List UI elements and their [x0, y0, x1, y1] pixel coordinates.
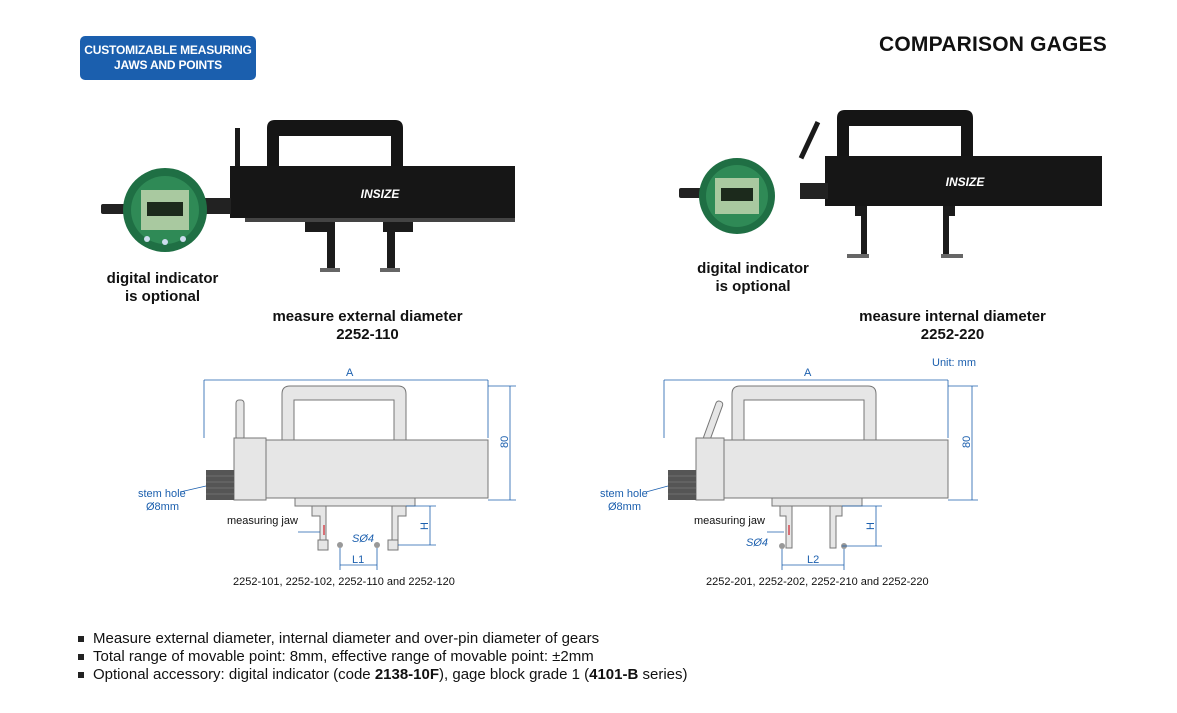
- jaw-label-right: measuring jaw: [694, 515, 765, 527]
- dim-height-right: 80: [961, 436, 973, 448]
- brand-logo-left: INSIZE: [361, 187, 401, 201]
- models-right: 2252-201, 2252-202, 2252-210 and 2252-22…: [706, 576, 929, 588]
- feature-item: Total range of movable point: 8mm, effec…: [78, 648, 688, 666]
- gage-photo-internal: INSIZE: [679, 110, 1102, 258]
- dim-a-left: A: [346, 367, 354, 379]
- dim-l2: L2: [807, 554, 819, 566]
- brand-logo-right: INSIZE: [946, 175, 986, 189]
- page-title: COMPARISON GAGES: [879, 33, 1107, 56]
- stem-hole-right: stem hole Ø8mm: [600, 488, 648, 513]
- stem-hole-left: stem hole Ø8mm: [138, 488, 186, 513]
- category-badge: CUSTOMIZABLE MEASURING JAWS AND POINTS: [80, 36, 256, 80]
- caption-external: measure external diameter 2252-110: [272, 308, 463, 343]
- caption-internal: measure internal diameter 2252-220: [859, 308, 1046, 343]
- badge-line-1: CUSTOMIZABLE MEASURING: [84, 43, 252, 57]
- ball-right: SØ4: [746, 537, 768, 549]
- badge-line-2: JAWS AND POINTS: [114, 58, 222, 72]
- unit-label: Unit: mm: [932, 357, 976, 369]
- jaw-label-left: measuring jaw: [227, 515, 298, 527]
- ball-left: SØ4: [352, 533, 374, 545]
- models-left: 2252-101, 2252-102, 2252-110 and 2252-12…: [233, 576, 455, 588]
- dim-a-right: A: [804, 367, 812, 379]
- drawing-external: A 80 H L1 SØ4: [179, 367, 516, 570]
- dim-height-left: 80: [499, 436, 511, 448]
- dim-l1: L1: [352, 554, 364, 566]
- indicator-note-right: digital indicator is optional: [697, 260, 809, 295]
- dim-h-left: H: [419, 522, 431, 530]
- indicator-note-left: digital indicator is optional: [106, 270, 219, 305]
- dim-h-right: H: [865, 522, 877, 530]
- feature-item: Measure external diameter, internal diam…: [78, 630, 688, 648]
- gage-photo-external: INSIZE: [101, 120, 515, 272]
- feature-item: Optional accessory: digital indicator (c…: [78, 666, 688, 684]
- drawing-internal: A 80 H L2 SØ4: [645, 367, 978, 570]
- feature-list: Measure external diameter, internal diam…: [78, 630, 688, 684]
